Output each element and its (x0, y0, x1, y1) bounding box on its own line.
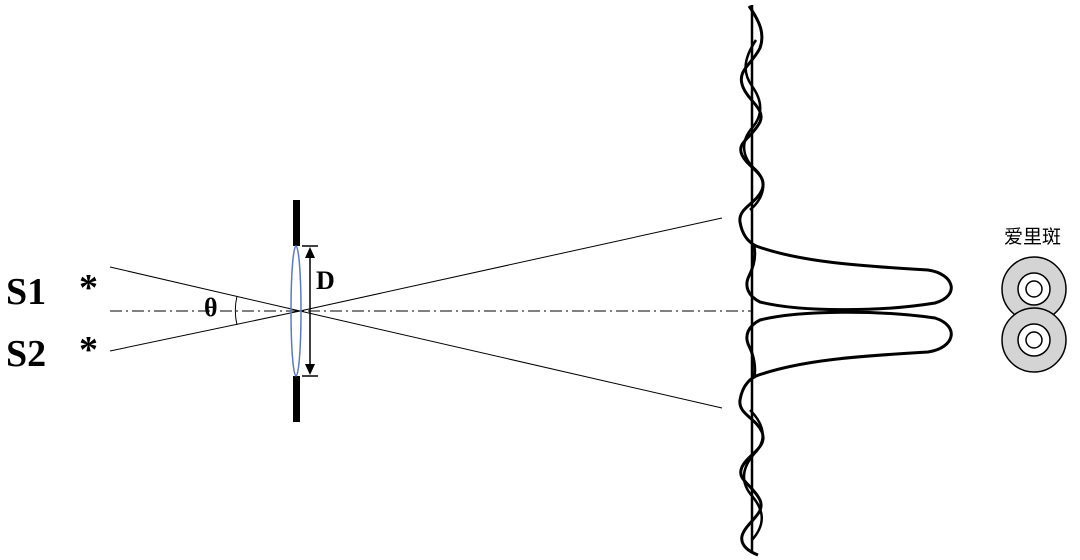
angle-arc (234, 295, 238, 326)
source1-marker: * (79, 267, 98, 309)
aperture-label: D (316, 266, 335, 295)
source2-marker: * (79, 329, 98, 371)
ray-s1-incoming (109, 266, 301, 312)
ray-s1-outgoing (299, 310, 723, 409)
aperture-arrow-down (305, 364, 315, 375)
intensity-curve-lower-tail (742, 409, 764, 541)
aperture-stop-top (293, 200, 300, 246)
airy-disk-lower (1001, 307, 1067, 373)
intensity-curve-lower (738, 310, 953, 557)
lens (290, 245, 302, 377)
ray-s2-incoming (109, 310, 301, 352)
aperture-stop-bottom (293, 376, 300, 422)
source2-label: S2 (6, 333, 46, 375)
source1-label: S1 (6, 271, 46, 313)
angle-label: θ (204, 293, 218, 322)
intensity-curve-upper-tail (743, 39, 765, 211)
aperture-arrow-up (305, 247, 315, 258)
intensity-curve-upper (738, 5, 953, 312)
airy-disk-label: 爱里斑 (1004, 226, 1061, 248)
ray-s2-outgoing (299, 217, 723, 312)
